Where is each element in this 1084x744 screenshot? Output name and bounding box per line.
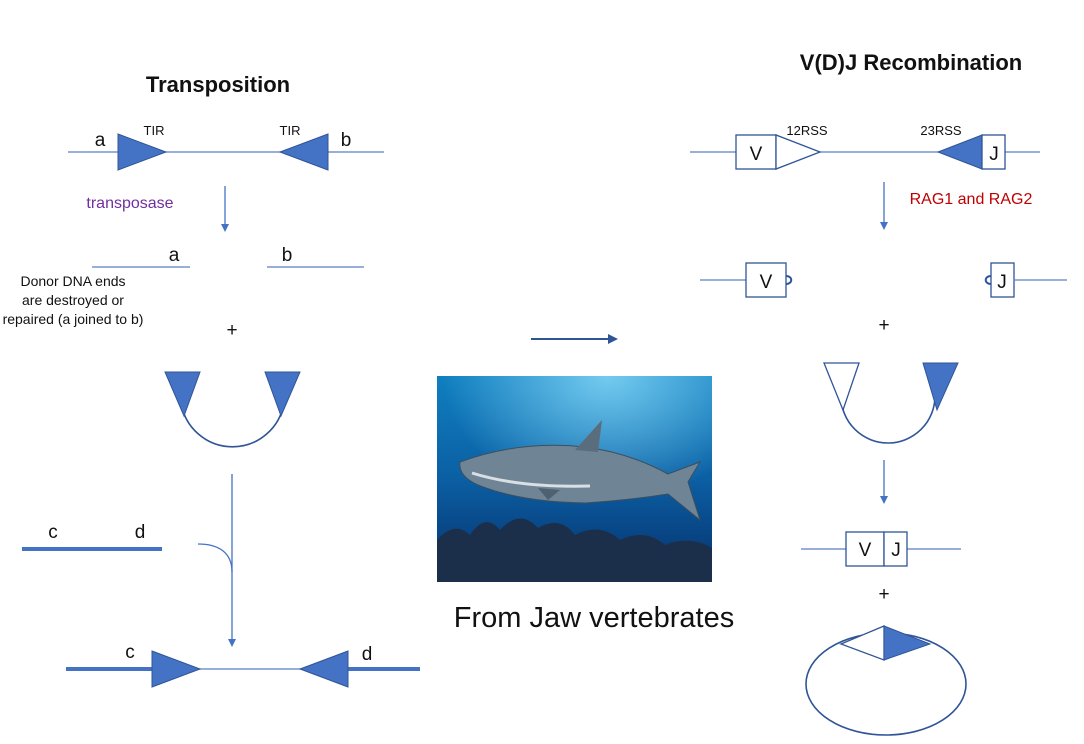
note-line-1: Donor DNA ends (20, 273, 125, 289)
inserted-d-label: d (362, 644, 373, 665)
hairpin-v (785, 275, 793, 285)
rss12-label: 12RSS (786, 123, 828, 138)
donor-fate-note: Donor DNA ends are destroyed or repaired… (3, 273, 144, 327)
tir-left-label: TIR (144, 123, 165, 138)
j-segment-box (981, 134, 1006, 170)
coding-joint (801, 531, 961, 567)
rss23-label: 23RSS (920, 123, 962, 138)
signal-joint-12-triangle (839, 625, 885, 661)
joint-v-box (845, 531, 885, 567)
cut-v-label: V (760, 272, 773, 293)
inserted-tir-left (151, 650, 202, 688)
tir-left-triangle (117, 133, 168, 171)
transposition-title: Transposition (146, 72, 290, 97)
vdj-plus-1: + (878, 315, 889, 336)
end-a-label: a (95, 130, 106, 151)
tir-right-triangle (278, 133, 329, 171)
coding-ends (700, 262, 1067, 298)
shark-caption: From Jaw vertebrates (454, 602, 734, 634)
vdj-plus-2: + (878, 584, 889, 605)
transposition-plus: + (226, 320, 237, 341)
coding-end-v-box (745, 262, 787, 298)
note-line-3: repaired (a joined to b) (3, 311, 144, 327)
germline-locus (690, 134, 1040, 170)
rag-label: RAG1 and RAG2 (910, 191, 1033, 208)
signal-ends (823, 362, 959, 444)
signal-joint-circle (805, 625, 967, 736)
joined-v-label: V (859, 540, 872, 561)
shark-dorsal-fin (575, 420, 602, 452)
signal-ends-arc (840, 395, 936, 444)
shark-underside (471, 471, 591, 488)
j-segment-label: J (989, 144, 999, 165)
rss12-triangle (775, 134, 822, 170)
shark-photo (437, 376, 712, 582)
joined-j-label: J (891, 540, 901, 561)
cut-a-label: a (169, 245, 180, 266)
tir-right-label: TIR (280, 123, 301, 138)
rss23-triangle (936, 134, 983, 170)
signal-end-12-triangle (823, 362, 860, 412)
insertion-curve (197, 543, 233, 573)
signal-end-23-triangle (922, 362, 959, 412)
transposon-arc (180, 401, 285, 448)
end-b-label: b (341, 130, 352, 151)
signal-joint-23-triangle (883, 625, 932, 661)
cut-j-label: J (997, 272, 1007, 293)
transposon-tir-left (164, 371, 201, 418)
inserted-c-label: c (125, 642, 135, 663)
target-d-label: d (135, 522, 146, 543)
inserted-tir-right (298, 650, 349, 688)
v-segment-box (735, 134, 777, 170)
target-c-label: c (48, 522, 58, 543)
v-segment-label: V (750, 144, 763, 165)
inserted-transposon (66, 650, 420, 688)
shark-body (459, 444, 702, 522)
vdj-title: V(D)J Recombination (800, 50, 1022, 75)
donor-dna (68, 133, 384, 171)
note-line-2: are destroyed or (22, 292, 124, 308)
transposon-tir-right (264, 371, 301, 418)
reef-silhouette (437, 518, 712, 582)
hairpin-j (984, 275, 992, 285)
cut-b-label: b (282, 245, 293, 266)
joint-j-box (883, 531, 908, 567)
shark-pectoral-fin (538, 488, 560, 500)
transposase-label: transposase (86, 195, 173, 212)
excised-transposon (164, 371, 301, 448)
